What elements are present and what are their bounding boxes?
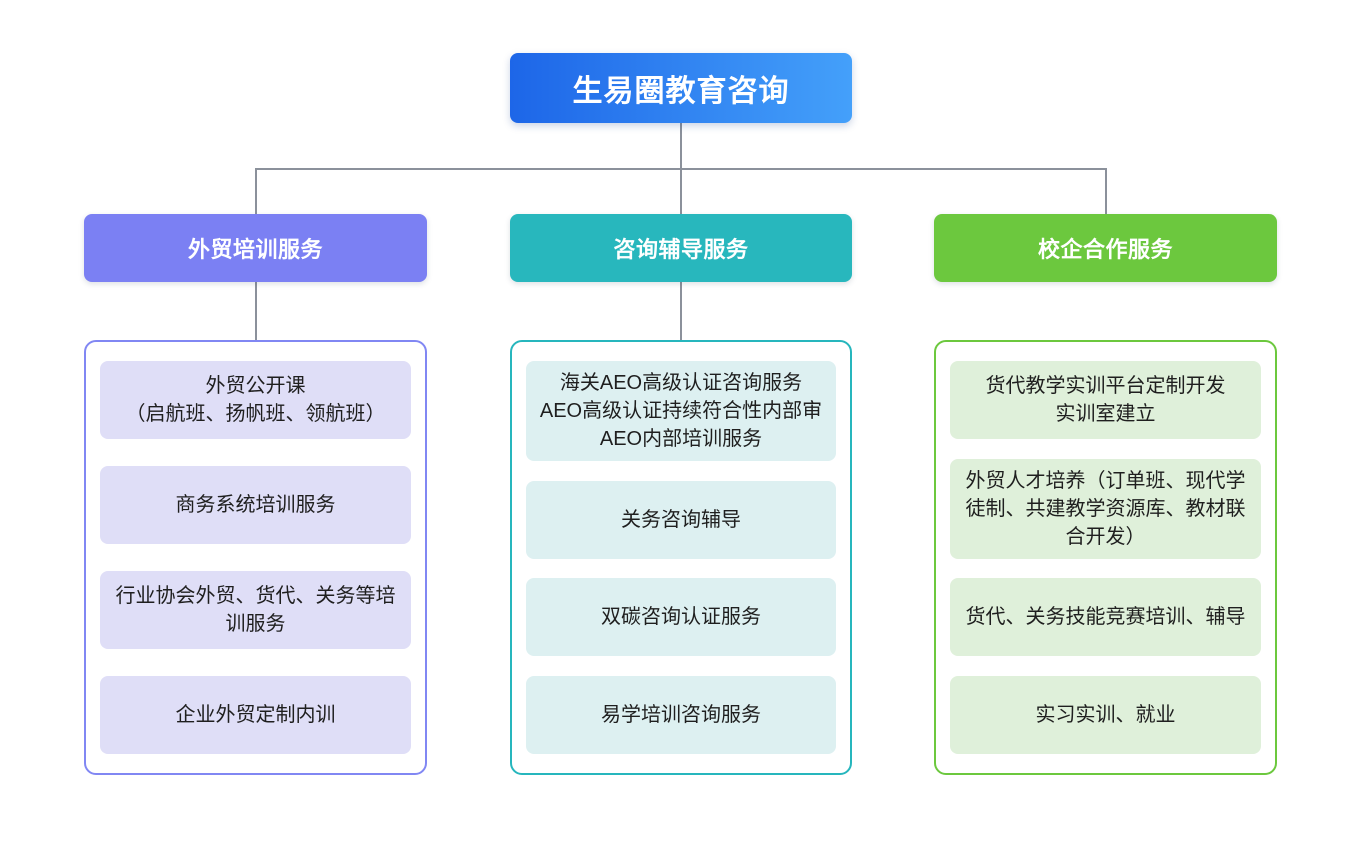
root-node[interactable]: 生易圈教育咨询 [510,53,852,123]
branch-header-school-enterprise[interactable]: 校企合作服务 [934,214,1277,282]
service-item[interactable]: 关务咨询辅导 [526,480,836,559]
service-item[interactable]: 货代、关务技能竞赛培训、辅导 [950,578,1261,657]
branch-group-consulting-coaching: 海关AEO高级认证咨询服务 AEO高级认证持续符合性内部审 AEO内部培训服务 … [510,340,852,775]
service-item[interactable]: 外贸公开课 （启航班、扬帆班、领航班） [100,361,411,439]
connector-drop-middle [680,168,682,214]
service-item[interactable]: 货代教学实训平台定制开发 实训室建立 [950,361,1261,439]
service-item[interactable]: 实习实训、就业 [950,675,1261,754]
service-item[interactable]: 海关AEO高级认证咨询服务 AEO高级认证持续符合性内部审 AEO内部培训服务 [526,361,836,461]
service-item[interactable]: 外贸人才培养（订单班、现代学徒制、共建教学资源库、教材联合开发） [950,458,1261,559]
connector-drop-left [255,168,257,214]
connector-header-to-box-middle [680,282,682,340]
connector-header-to-box-left [255,282,257,340]
service-item[interactable]: 商务系统培训服务 [100,466,411,544]
service-item[interactable]: 易学培训咨询服务 [526,675,836,754]
connector-drop-right [1105,168,1107,214]
branch-header-consulting-coaching[interactable]: 咨询辅导服务 [510,214,852,282]
branch-group-school-enterprise: 货代教学实训平台定制开发 实训室建立 外贸人才培养（订单班、现代学徒制、共建教学… [934,340,1277,775]
service-item[interactable]: 双碳咨询认证服务 [526,578,836,657]
connector-root-stem [680,123,682,168]
service-item[interactable]: 行业协会外贸、货代、关务等培训服务 [100,571,411,649]
service-item[interactable]: 企业外贸定制内训 [100,676,411,754]
branch-header-foreign-trade-training[interactable]: 外贸培训服务 [84,214,427,282]
branch-group-foreign-trade-training: 外贸公开课 （启航班、扬帆班、领航班） 商务系统培训服务 行业协会外贸、货代、关… [84,340,427,775]
